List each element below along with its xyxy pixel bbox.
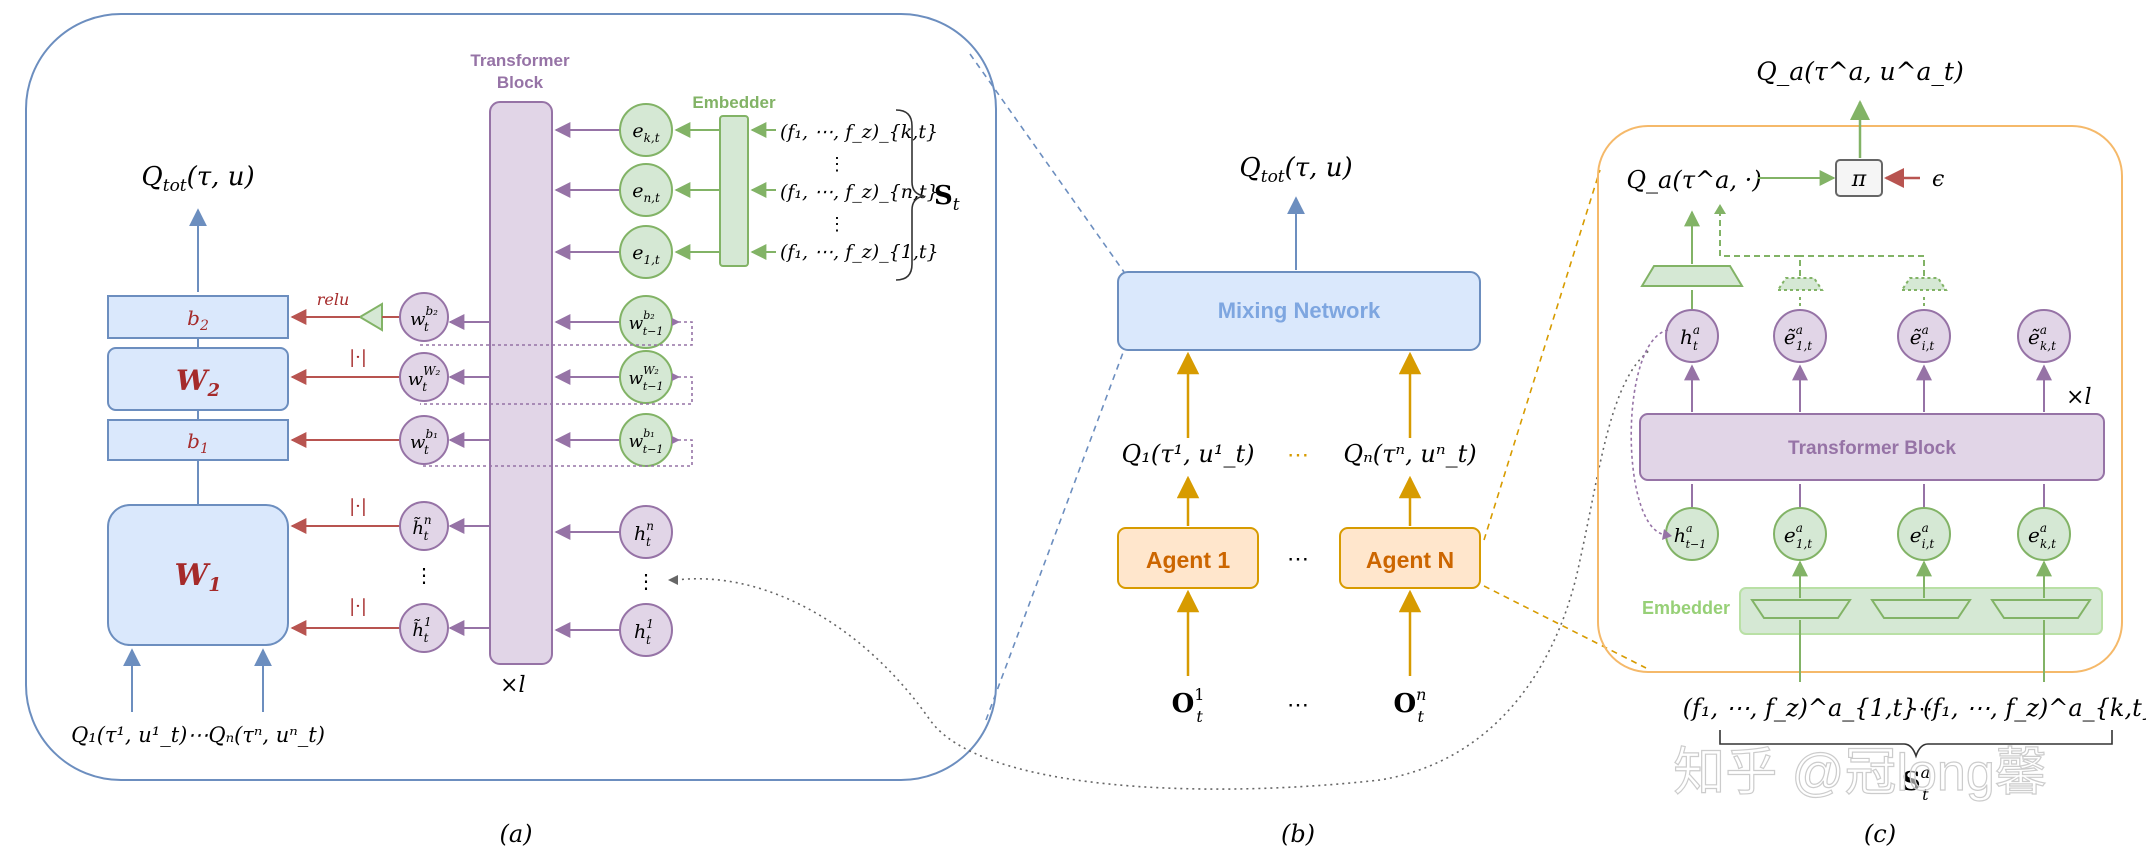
a-state-brace: [895, 109, 925, 281]
node-h-n: [619, 505, 673, 559]
a-feature-vdots-1: ⋮: [828, 154, 846, 175]
a-feature-k: (f₁, ⋯, f_z)_{k,t}: [780, 121, 938, 143]
node-w-W2: [399, 352, 449, 402]
epsilon-label: ϵ: [1932, 167, 1944, 192]
agent-n-label: Agent N: [1366, 547, 1454, 573]
b-dots-agent: ⋯: [1287, 547, 1309, 572]
a-state-label: St: [934, 181, 960, 215]
c-transformer-block: [1639, 413, 2105, 481]
a-vdots-left: ⋮: [414, 563, 434, 587]
node-h-1: [619, 603, 673, 657]
embed-trapezoid-2: [1870, 599, 1972, 619]
mixing-network-label: Mixing Network: [1218, 298, 1381, 323]
relu-label: relu: [317, 290, 350, 309]
c-qa-top-label: Q_a(τ^a, u^a_t): [1756, 57, 1963, 86]
head-trapezoid-dashed-1: [1776, 277, 1824, 291]
panel-a: Qtot(τ, u) b2 W2 b1 W1 Q₁(τ¹, u¹_t)⋯Qₙ(τ…: [25, 13, 997, 848]
pi-box: [1835, 159, 1883, 197]
c-embedder-label: Embedder: [1642, 598, 1730, 618]
node-w-b2: [399, 292, 449, 342]
pi-label: π: [1851, 167, 1867, 192]
embed-trapezoid-3: [1990, 599, 2092, 619]
c-repeat-label: ×l: [2066, 385, 2091, 410]
agent-1-label: Agent 1: [1146, 547, 1231, 573]
b-qn-label: Qₙ(τⁿ, uⁿ_t): [1343, 440, 1476, 468]
a-vdots-right: ⋮: [636, 569, 656, 593]
node-htilde-n: [399, 501, 449, 551]
box-W1: [107, 504, 289, 646]
abs-label-h1: |·|: [349, 596, 367, 617]
a-feature-vdots-2: ⋮: [828, 214, 846, 235]
mixing-network-box: [1117, 271, 1481, 351]
node-c-etilde-i: [1897, 309, 1951, 363]
node-htilde-1: [399, 603, 449, 653]
head-trapezoid-dashed-2: [1900, 277, 1948, 291]
c-state-brace: [1719, 730, 2113, 759]
node-w-b1: [399, 415, 449, 465]
a-feature-1: (f₁, ⋯, f_z)_{1,t}: [780, 241, 939, 263]
head-trapezoid-solid: [1640, 265, 1744, 287]
a-repeat-label: ×l: [500, 673, 525, 698]
node-c-etilde-1: [1773, 309, 1827, 363]
c-transformer-label: Transformer Block: [1788, 438, 1956, 459]
node-e-n: [619, 163, 673, 217]
a-transformer-block: [489, 101, 553, 665]
b-qtot-label: Qtot(τ, u): [1239, 153, 1352, 187]
b-q1-label: Q₁(τ¹, u¹_t): [1122, 440, 1255, 468]
box-b2: [107, 295, 289, 339]
a-transformer-label-1: Transformer: [470, 51, 570, 70]
abs-label-hn: |·|: [349, 496, 367, 517]
c-features-1: (f₁, ⋯, f_z)^a_{1,t}: [1683, 694, 1918, 722]
box-b1: [107, 419, 289, 461]
agent-1-box: [1117, 527, 1259, 589]
relu-triangle: [358, 302, 383, 332]
abs-label-w2: |·|: [349, 347, 367, 368]
agent-n-box: [1339, 527, 1481, 589]
embed-trapezoid-1: [1750, 599, 1852, 619]
node-c-e-k: [2017, 507, 2071, 561]
c-caption: (c): [1864, 820, 1896, 848]
a-inputs-label: Q₁(τ¹, u¹_t)⋯Qₙ(τⁿ, uⁿ_t): [71, 723, 325, 747]
a-embedder-block: [719, 115, 749, 267]
node-c-h: [1665, 309, 1719, 363]
panel-a-frame: [25, 13, 997, 781]
a-feature-n: (f₁, ⋯, f_z)_{n,t}: [780, 181, 939, 203]
b-dots-q: ⋯: [1287, 443, 1309, 468]
b-dots-obs: ⋯: [1287, 693, 1309, 718]
node-c-e-1: [1773, 507, 1827, 561]
node-e-1: [619, 225, 673, 279]
node-e-k: [619, 103, 673, 157]
watermark: 知乎 @冠long馨: [1673, 744, 2047, 802]
a-transformer-label-2: Block: [497, 73, 544, 92]
c-dots: ⋯: [1911, 697, 1933, 722]
a-embedder-label: Embedder: [692, 93, 776, 112]
a-caption: (a): [499, 820, 532, 848]
c-features-k: (f₁, ⋯, f_z)^a_{k,t}: [1923, 694, 2146, 722]
node-c-etilde-k: [2017, 309, 2071, 363]
node-c-e-i: [1897, 507, 1951, 561]
a-qtot-label: Qtot(τ, u): [141, 162, 254, 196]
b-caption: (b): [1281, 820, 1315, 848]
c-qa-label: Q_a(τ^a, ·): [1626, 166, 1761, 194]
panel-b: Qtot(τ, u) Mixing Network Q₁(τ¹, u¹_t) ⋯…: [1117, 153, 1481, 848]
